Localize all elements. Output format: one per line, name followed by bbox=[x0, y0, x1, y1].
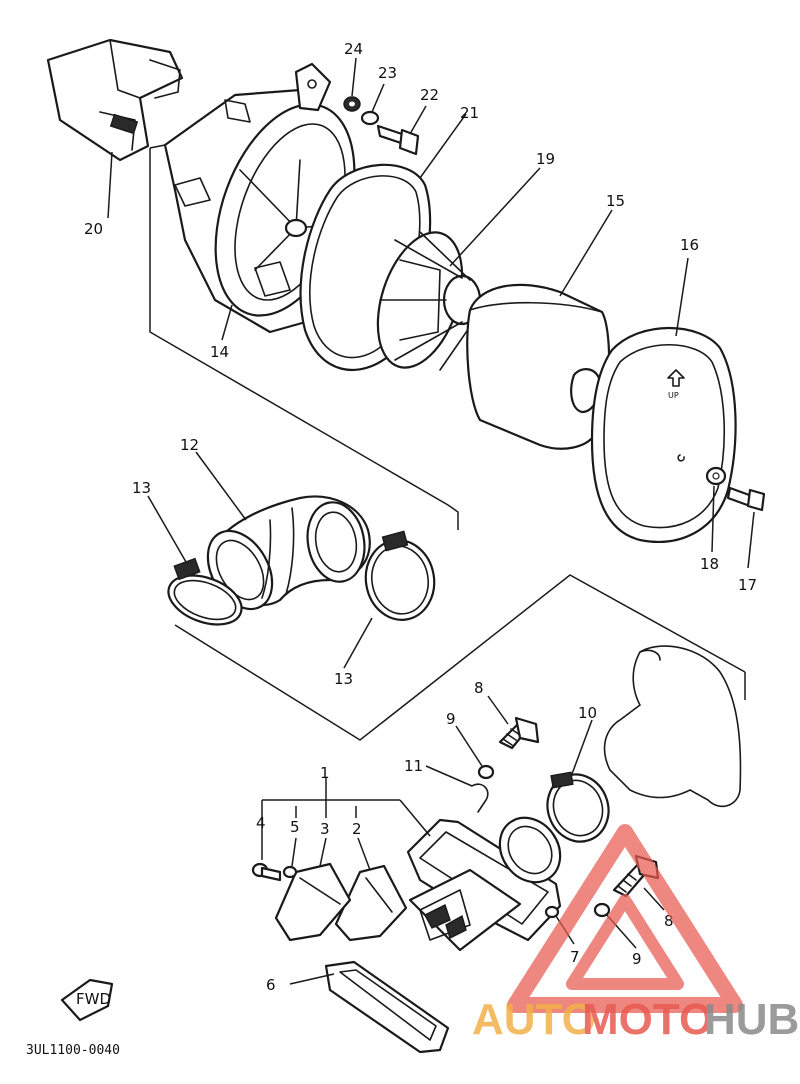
callout-9b: 9 bbox=[632, 950, 642, 968]
part-15-filter-element bbox=[466, 283, 611, 450]
engine-ghost-outline bbox=[603, 645, 742, 808]
part-3-reed-petal bbox=[274, 862, 352, 942]
callout-13b: 13 bbox=[334, 670, 353, 688]
watermark-logo bbox=[507, 824, 743, 1013]
part-20-intake-duct bbox=[46, 38, 184, 162]
part-5-washer bbox=[282, 865, 298, 879]
part-7-nut bbox=[544, 905, 560, 919]
callout-3: 3 bbox=[320, 820, 330, 838]
callout-19: 19 bbox=[536, 150, 555, 168]
callout-1: 1 bbox=[320, 764, 330, 782]
callout-7: 7 bbox=[570, 948, 580, 966]
callout-15: 15 bbox=[606, 192, 625, 210]
part-24-nut bbox=[343, 96, 361, 112]
part-8-bolt-upper bbox=[498, 716, 540, 750]
part-18-washer bbox=[705, 466, 727, 486]
callout-23: 23 bbox=[378, 64, 397, 82]
callout-20: 20 bbox=[84, 220, 103, 238]
callout-21: 21 bbox=[460, 104, 479, 122]
up-marking: UP bbox=[668, 391, 679, 400]
part-2-reed-stopper bbox=[334, 864, 408, 942]
callout-8b: 8 bbox=[664, 912, 674, 930]
callout-17: 17 bbox=[738, 576, 757, 594]
callout-6: 6 bbox=[266, 976, 276, 994]
callout-2: 2 bbox=[352, 820, 362, 838]
part-11-clip bbox=[471, 783, 489, 813]
part-19-element-cage bbox=[376, 231, 482, 371]
part-4-screw bbox=[251, 862, 282, 882]
part-9-nut-upper bbox=[477, 764, 495, 780]
callout-18: 18 bbox=[700, 555, 719, 573]
part-9-nut-lower bbox=[593, 902, 611, 918]
callout-14: 14 bbox=[210, 343, 229, 361]
callout-5: 5 bbox=[290, 818, 300, 836]
watermark-wordmark: AUTO MOTO HUB bbox=[472, 995, 799, 1044]
callout-8a: 8 bbox=[474, 679, 484, 697]
callouts: 20 14 24 23 22 21 19 15 16 18 17 12 13 1… bbox=[84, 40, 757, 994]
callout-10: 10 bbox=[578, 704, 597, 722]
part-13-clamp-left bbox=[167, 557, 243, 626]
watermark-word-moto: MOTO bbox=[582, 995, 713, 1044]
fwd-arrow-icon: FWD bbox=[60, 978, 114, 1022]
callout-16: 16 bbox=[680, 236, 699, 254]
callout-22: 22 bbox=[420, 86, 439, 104]
part-17-screw bbox=[726, 486, 766, 512]
callout-24: 24 bbox=[344, 40, 363, 58]
leader-lines bbox=[107, 57, 755, 985]
part-23-washer bbox=[360, 110, 380, 126]
callout-11: 11 bbox=[404, 757, 423, 775]
part-6-gasket bbox=[324, 960, 450, 1054]
callout-9a: 9 bbox=[446, 710, 456, 728]
fwd-label: FWD bbox=[76, 990, 111, 1008]
part-13-clamp-right bbox=[364, 530, 436, 621]
group-boundary-upper bbox=[149, 144, 459, 530]
callout-12: 12 bbox=[180, 436, 199, 454]
callout-4: 4 bbox=[256, 814, 266, 832]
group-boundary-lower bbox=[174, 574, 746, 741]
watermark-word-hub: HUB bbox=[704, 995, 799, 1044]
part-1-reed-valve-assembly bbox=[406, 816, 562, 952]
callout-13a: 13 bbox=[132, 479, 151, 497]
diagram-code: 3UL1100-0040 bbox=[26, 1043, 120, 1058]
part-10-clamp bbox=[546, 771, 610, 843]
watermark-word-auto: AUTO bbox=[472, 995, 596, 1044]
part-16-cover: UP bbox=[590, 326, 737, 543]
part-22-bolt bbox=[376, 124, 420, 156]
